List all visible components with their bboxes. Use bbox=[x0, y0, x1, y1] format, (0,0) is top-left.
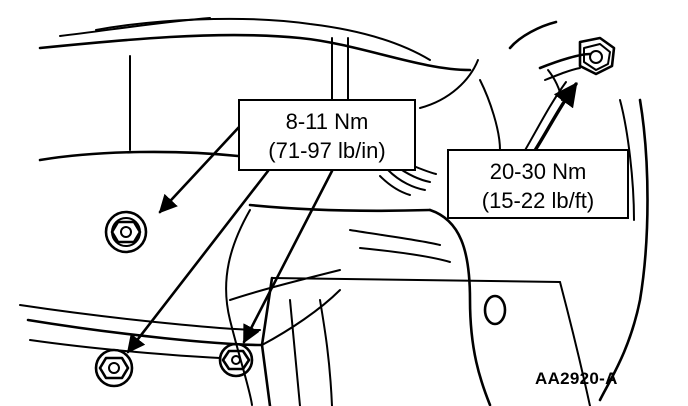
bolt-upper-left bbox=[104, 210, 148, 254]
torque-imperial-label: (15-22 lb/ft) bbox=[481, 188, 595, 213]
bolt-lower-center bbox=[218, 342, 254, 378]
torque-metric-label: 20-30 Nm bbox=[489, 159, 587, 184]
torque-metric-label: 8-11 Nm bbox=[285, 109, 369, 134]
torque-callout-large-bolt: 20-30 Nm (15-22 lb/ft) bbox=[447, 149, 629, 219]
torque-imperial-label: (71-97 lb/in) bbox=[268, 138, 386, 163]
mounting-hole bbox=[483, 294, 507, 326]
figure-code: AA2920-A bbox=[535, 369, 618, 388]
bolt-lower-left bbox=[94, 348, 134, 388]
torque-callout-small-bolts: 8-11 Nm (71-97 lb/in) bbox=[238, 99, 416, 171]
leader-lines bbox=[126, 81, 578, 354]
bolt-upper-right bbox=[578, 36, 616, 76]
housing-outline bbox=[19, 17, 649, 406]
